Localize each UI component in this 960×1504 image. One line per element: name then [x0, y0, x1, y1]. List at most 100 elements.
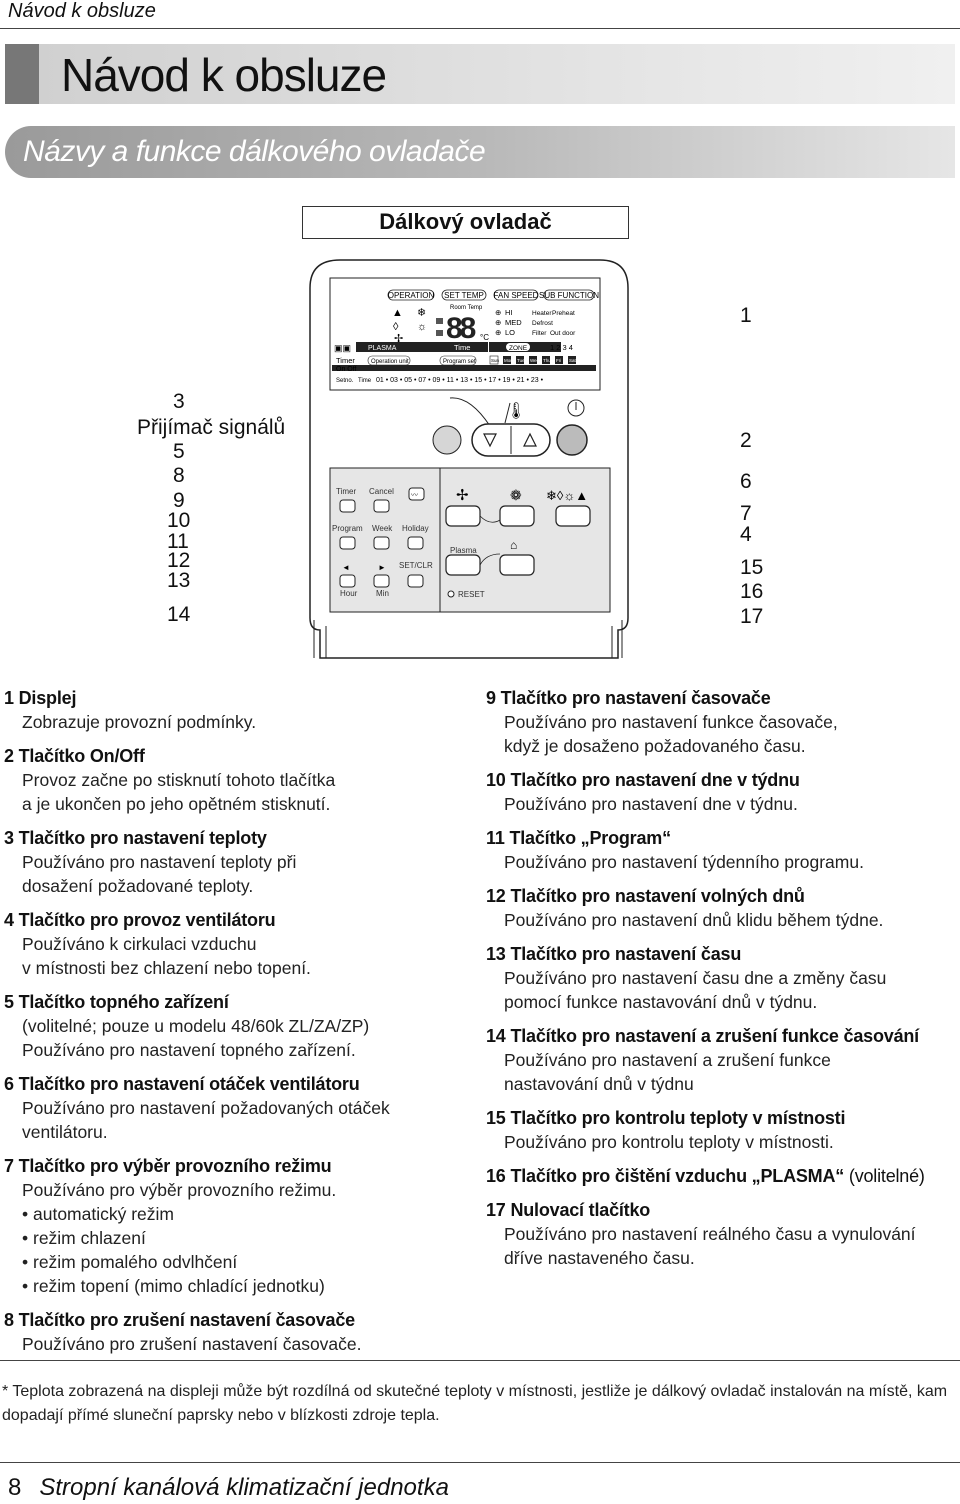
- item-3: 3 Tlačítko pro nastavení teploty Používá…: [4, 828, 297, 896]
- callout-9: 9: [173, 489, 185, 512]
- callout-15: 15: [740, 556, 764, 579]
- mode-select-button[interactable]: [555, 505, 591, 527]
- lcd-on-off: On Off: [336, 366, 357, 373]
- reset-button[interactable]: [447, 590, 455, 598]
- item-10: 10 Tlačítko pro nastavení dne v týdnu Po…: [486, 770, 800, 814]
- lcd-tab-subfunction: SUB FUNCTION: [539, 291, 599, 300]
- temp-up-button[interactable]: [523, 432, 537, 447]
- item-15: 15 Tlačítko pro kontrolu teploty v místn…: [486, 1108, 846, 1152]
- temp-down-button[interactable]: [483, 433, 497, 448]
- item-17: 17 Nulovací tlačítko Používáno pro nasta…: [486, 1200, 916, 1268]
- header-rule: [0, 28, 960, 29]
- page-number: 8: [8, 1474, 22, 1501]
- week-button[interactable]: [373, 536, 390, 550]
- sub-filter: Filter: [532, 330, 547, 337]
- lcd-hours: 01 • 03 • 05 • 07 • 09 • 11 • 13 • 15 • …: [376, 377, 544, 384]
- lcd-tab-fanspeed: FAN SPEED: [494, 291, 539, 300]
- label-plasma: Plasma: [450, 546, 477, 555]
- item-8: 8 Tlačítko pro zrušení nastavení časovač…: [4, 1310, 362, 1354]
- diagram-title: Dálkový ovladač: [302, 206, 629, 239]
- signal-receiver: [432, 425, 462, 455]
- page-footer: 8 Stropní kanálová klimatizační jednotka: [8, 1474, 449, 1502]
- fan-speed-icon: ❁: [510, 487, 522, 503]
- lcd-zone: ZONE: [509, 345, 528, 352]
- callout-13: 13: [167, 569, 191, 592]
- lcd-room-temp: Room Temp: [450, 305, 483, 311]
- item-13: 13 Tlačítko pro nastavení času Používáno…: [486, 944, 887, 1012]
- item-11: 11 Tlačítko „Program“ Používáno pro nast…: [486, 828, 864, 872]
- thermometer-icon: 🌡: [506, 402, 526, 420]
- label-program: Program: [332, 524, 363, 533]
- running-header: Návod k obsluze: [8, 0, 156, 22]
- description-column-right: 9 Tlačítko pro nastavení časovače Použív…: [486, 686, 956, 1280]
- callout-17: 17: [740, 605, 764, 628]
- room-temp-icon: ⌂: [510, 538, 517, 552]
- callout-1: 1: [740, 304, 752, 327]
- lcd-program-set: Program set: [443, 359, 476, 365]
- fan-mode-button[interactable]: [445, 505, 481, 527]
- footnote: * Teplota zobrazená na displeji může být…: [2, 1383, 948, 1424]
- lcd-setno: Setno.: [336, 378, 354, 384]
- power-icon: [567, 399, 585, 417]
- callout-6: 6: [740, 470, 752, 493]
- day-tue: Tue: [517, 358, 525, 363]
- label-holiday: Holiday: [402, 524, 429, 533]
- title-marker: [5, 44, 39, 104]
- label-setclr: SET/CLR: [399, 561, 433, 570]
- footer-rule: [0, 1462, 960, 1463]
- fan-hi-icon: ⊕: [495, 308, 501, 317]
- fan-lo-icon: ⊕: [495, 328, 501, 337]
- callout-12: 12: [167, 549, 191, 572]
- fan-mode-icon: ✢: [394, 333, 403, 345]
- sun-icon: ☼: [417, 321, 427, 333]
- wave-icon: 〰: [411, 492, 418, 499]
- timer-button[interactable]: [339, 499, 356, 513]
- left-arrow-icon: ◄: [342, 563, 350, 572]
- hour-button[interactable]: [339, 574, 356, 588]
- label-hour: Hour: [340, 589, 358, 598]
- lcd-mode-icons: ▣▣: [334, 343, 351, 353]
- setclr-button[interactable]: [407, 574, 424, 588]
- day-sun: Sun: [491, 358, 500, 363]
- lcd-temp-digits: 88: [446, 312, 476, 345]
- item-12: 12 Tlačítko pro nastavení volných dnů Po…: [486, 886, 884, 930]
- fan-med: MED: [505, 318, 522, 327]
- sub-outdoor: Out door: [550, 330, 576, 337]
- plasma-button[interactable]: [445, 554, 481, 576]
- item-6: 6 Tlačítko pro nastavení otáček ventilát…: [4, 1074, 390, 1142]
- day-fri: Fri: [556, 358, 561, 363]
- callout-10: 10: [167, 509, 191, 532]
- mode-icons: ❄◊☼▲: [546, 488, 588, 503]
- cancel-button[interactable]: [373, 499, 390, 513]
- item-4: 4 Tlačítko pro provoz ventilátoru Použív…: [4, 910, 311, 978]
- footer-title: Stropní kanálová klimatizační jednotka: [39, 1474, 449, 1501]
- on-off-button[interactable]: [556, 424, 588, 456]
- fan-operation-button[interactable]: [408, 487, 425, 501]
- callout-2: 2: [740, 429, 752, 452]
- callout-receiver-label: Přijímač signálů: [137, 416, 286, 439]
- lcd-tab-settemp: SET TEMP: [444, 291, 484, 300]
- room-temp-button[interactable]: [499, 554, 535, 576]
- item-1: 1 Displej Zobrazuje provozní podmínky.: [4, 688, 257, 732]
- item-2: 2 Tlačítko On/Off Provoz začne po stiskn…: [4, 746, 336, 814]
- day-thu: Thu: [543, 358, 551, 363]
- holiday-button[interactable]: [407, 536, 424, 550]
- callout-3: 3: [173, 390, 185, 413]
- heat-icon: ▲: [392, 307, 403, 319]
- sub-preheat: Preheat: [552, 310, 575, 317]
- page-title: Návod k obsluze: [61, 49, 387, 101]
- callout-8: 8: [173, 464, 185, 487]
- fan-speed-button[interactable]: [499, 505, 535, 527]
- min-button[interactable]: [373, 574, 390, 588]
- item-14: 14 Tlačítko pro nastavení a zrušení funk…: [486, 1026, 919, 1094]
- snowflake-icon: ❄: [417, 307, 426, 319]
- sub-heater: Heater: [532, 310, 552, 317]
- lcd-time: Time: [454, 343, 470, 352]
- program-button[interactable]: [339, 536, 356, 550]
- item-16: 16 Tlačítko pro čištění vzduchu „PLASMA“…: [486, 1166, 925, 1186]
- fan-lo: LO: [505, 328, 515, 337]
- lcd-unit: °C: [480, 333, 489, 342]
- section-title: Názvy a funkce dálkového ovladače: [23, 135, 486, 168]
- title-banner: Návod k obsluze: [5, 44, 955, 104]
- lcd-display: [329, 277, 601, 391]
